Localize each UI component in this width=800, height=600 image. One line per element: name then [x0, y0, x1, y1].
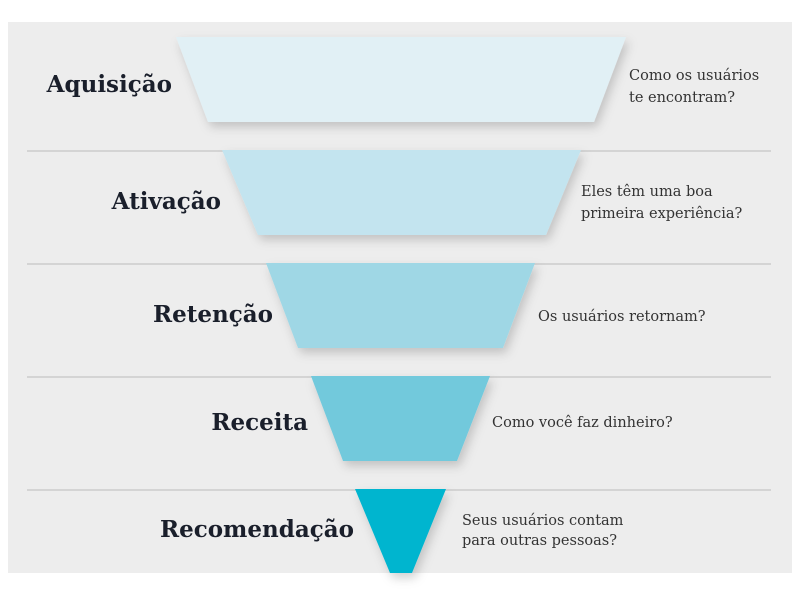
funnel-stage: Retenção Os usuários retornam? [153, 263, 706, 348]
stage-label: Retenção [153, 301, 273, 328]
stage-question: Seus usuários contam [462, 513, 624, 529]
funnel-stage: Recomendação Seus usuários contam para out… [160, 489, 624, 573]
stage-question: te encontram? [629, 90, 735, 106]
stage-label: Ativação [111, 188, 221, 215]
funnel-segment [222, 150, 581, 235]
stage-label: Receita [211, 409, 308, 436]
stage-question: para outras pessoas? [462, 533, 617, 549]
stage-question: primeira experiência? [581, 206, 743, 222]
stage-question: Os usuários retornam? [538, 309, 706, 325]
funnel-stage: Receita Como você faz dinheiro? [211, 376, 673, 461]
stage-question: Como você faz dinheiro? [492, 415, 673, 431]
funnel-segment [266, 263, 535, 348]
stage-question: Como os usuários [629, 68, 759, 84]
funnel-segment [311, 376, 490, 461]
funnel-stage: Aquisição Como os usuários te encontram? [46, 37, 759, 122]
stage-label: Recomendação [160, 516, 354, 543]
funnel-segment [355, 489, 446, 573]
funnel-stage: Ativação Eles têm uma boa primeira experiê… [111, 150, 743, 235]
stage-label: Aquisição [46, 71, 172, 98]
stage-question: Eles têm uma boa [581, 184, 713, 200]
funnel-segment [176, 37, 626, 122]
